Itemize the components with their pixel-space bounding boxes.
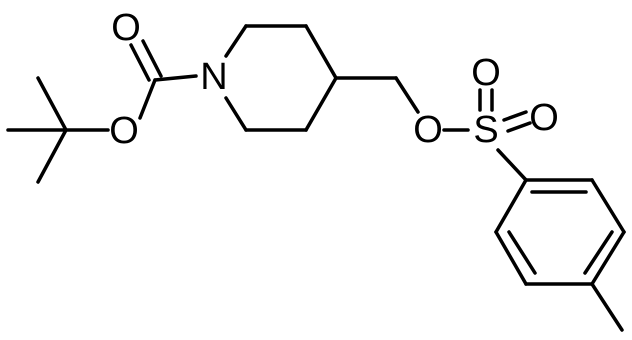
bond-ring-n-lower bbox=[224, 96, 248, 132]
bond-methylene-to-sulfonate-oxygen bbox=[394, 76, 420, 114]
carbonyl-oxygen-label: O bbox=[111, 7, 141, 49]
bond-aryl-lower-right bbox=[590, 230, 626, 286]
sulfonyl-group bbox=[478, 88, 532, 182]
bond-ring-lower-right bbox=[304, 76, 338, 132]
tert-butyl-group bbox=[6, 76, 110, 184]
ester-oxygen-label: O bbox=[109, 110, 139, 152]
bond-aryl-inner-right bbox=[583, 230, 614, 275]
bond-aryl-lower-left bbox=[494, 230, 528, 286]
sulfur-label: S bbox=[473, 109, 498, 151]
bond-aryl-to-methyl bbox=[590, 282, 624, 332]
sulfonate-oxygen-label: O bbox=[413, 109, 443, 151]
bond-carbonyl-double-a bbox=[129, 43, 151, 82]
bond-ring-upper-right bbox=[304, 24, 338, 80]
bond-aryl-inner-left bbox=[507, 230, 537, 275]
bond-aryl-upper-right bbox=[590, 178, 626, 234]
bond-tbu-top-methyl bbox=[36, 76, 68, 132]
bond-ester-oxygen-to-carbonyl-carbon bbox=[138, 78, 157, 120]
bond-sulfur-oxygen-right-a bbox=[502, 110, 528, 122]
tolyl-ring bbox=[494, 178, 626, 332]
bond-sulfur-to-aryl bbox=[496, 148, 528, 182]
bond-sulfur-oxygen-right-b bbox=[506, 121, 532, 133]
methylene-linker bbox=[334, 76, 470, 132]
bond-carbonyl-double-b bbox=[141, 39, 163, 78]
nitrogen-label: N bbox=[200, 56, 227, 98]
bond-carbonyl-carbon-to-nitrogen bbox=[153, 74, 198, 82]
sulfonyl-oxygen-right-label: O bbox=[529, 97, 559, 139]
sulfonyl-oxygen-top-label: O bbox=[471, 52, 501, 94]
bond-aryl-upper-left bbox=[494, 178, 528, 234]
piperidine-ring bbox=[224, 24, 338, 132]
bond-ring-n-upper bbox=[224, 24, 248, 58]
bond-tbu-bottom-methyl bbox=[36, 128, 68, 184]
boc-carbamate-group bbox=[129, 39, 198, 120]
